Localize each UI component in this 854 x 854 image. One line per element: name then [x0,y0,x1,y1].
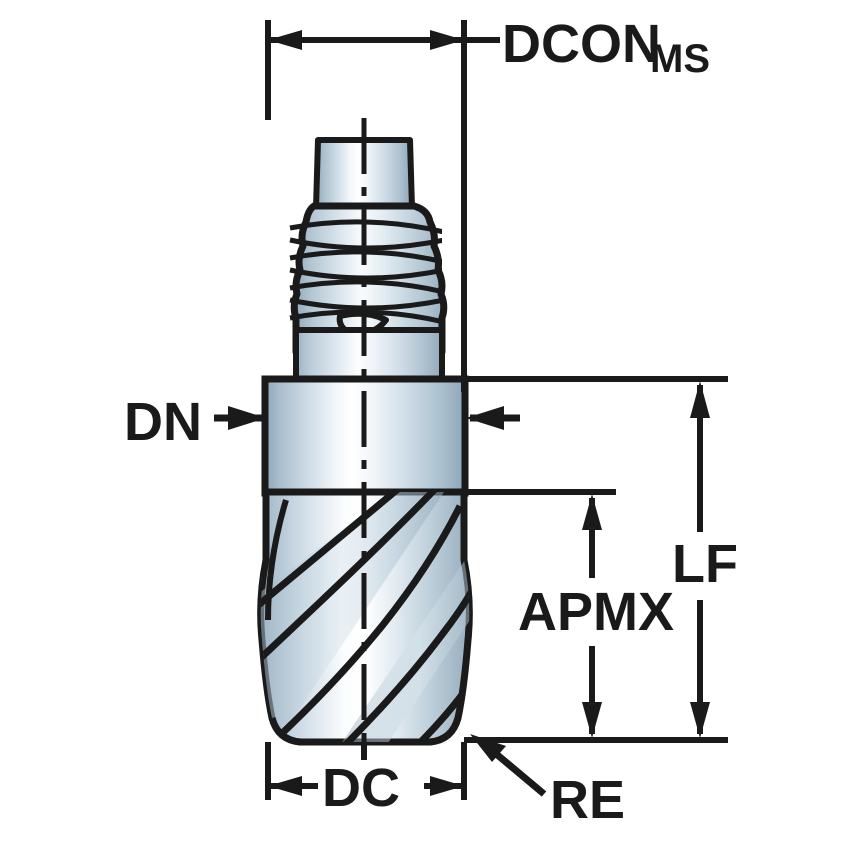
apmx-arrow-bottom [582,702,602,738]
dn-arrow-right [466,406,504,430]
flute-edge [327,546,470,742]
dimension-label-dc: DC [322,758,400,818]
lf-arrow-bottom [690,702,710,738]
cutting-head [257,488,473,746]
dc-arrow-right [430,776,464,796]
flute-edge [395,664,470,742]
dimension-label-dn: DN [124,392,202,452]
dcon-arrow-right [430,30,464,50]
thread-flange [293,327,445,383]
apmx-arrow-top [582,494,602,530]
dimension-label-apmx: APMX [518,582,674,642]
flute-group [260,492,470,742]
dimension-dcon-ms: DCON MS [265,14,710,392]
flute-edge [260,504,464,742]
dimension-label-lf: LF [672,534,738,594]
dc-arrow-left [268,776,302,796]
corner-radius-right [429,716,462,746]
flute-face [260,492,448,742]
dimension-label-dcon: DCON [502,14,661,74]
dimension-lf: LF [464,376,738,743]
flute-edge [265,499,289,621]
lf-arrow-top [690,381,710,418]
dimension-label-dcon-subscript: MS [650,37,710,81]
dn-arrow-left [228,406,266,430]
re-arrow [470,734,506,762]
corner-radius-left [268,716,301,746]
dimension-re: RE [470,734,625,830]
dimension-label-re: RE [550,770,625,830]
dcon-arrow-left [268,30,302,50]
flute-edge [260,492,407,615]
dimension-annotations: DCON MS DN [124,14,738,830]
thread-flange-outline [293,327,445,383]
dimension-dn: DN [124,392,520,452]
dimension-apmx: APMX [464,489,674,738]
dc-label-backdrop [318,760,424,810]
flute-face [330,520,470,742]
tool-body [257,118,473,748]
flute-edge [260,492,443,675]
dimension-dc: DC [265,742,467,818]
